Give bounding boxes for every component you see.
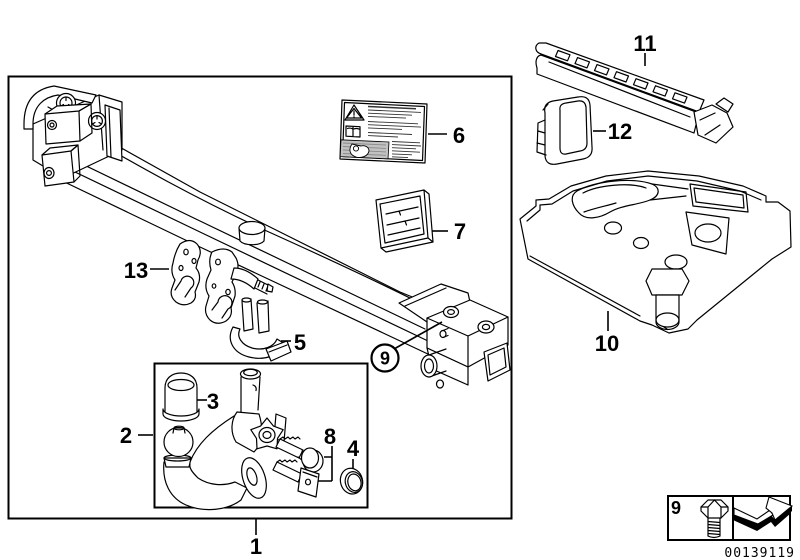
- callout-6[interactable]: 6: [453, 123, 465, 148]
- crossbar-end-bracket: [398, 283, 511, 389]
- callout-5[interactable]: 5: [294, 330, 306, 355]
- main-kit-boundary-box: [7, 75, 513, 520]
- callout-8[interactable]: 8: [324, 424, 336, 449]
- callout-9[interactable]: 9: [380, 349, 390, 369]
- callout-11[interactable]: 11: [633, 31, 656, 56]
- callout-4[interactable]: 4: [347, 436, 360, 461]
- crossbar-left-bracket: [23, 85, 123, 187]
- part-cover-plate-7: [375, 189, 434, 253]
- release-lever-with-bolt: [230, 267, 274, 295]
- end-bracket-screw: [435, 379, 445, 389]
- direction-of-travel-arrow-icon: [733, 496, 794, 531]
- warning-triangle-icon: [344, 104, 365, 121]
- crossbar-bump: [238, 220, 266, 246]
- part-mounting-plate-13: [170, 239, 201, 306]
- end-bracket-wedge: [483, 342, 511, 382]
- part-ball-hitch-2: [163, 368, 287, 511]
- callout-13[interactable]: 13: [124, 258, 148, 283]
- hitch-handwheel: [250, 413, 287, 450]
- callout-7[interactable]: 7: [454, 219, 466, 244]
- legend-box: 9: [667, 495, 794, 541]
- callout-1[interactable]: 1: [250, 534, 262, 559]
- bolt-position-9: [439, 327, 449, 339]
- hitch-foot-flange: [241, 457, 267, 499]
- callout-12[interactable]: 12: [608, 119, 632, 144]
- part-keys-lock-8: [272, 436, 324, 498]
- callout-3[interactable]: 3: [207, 389, 219, 414]
- part-cover-cap-3: [162, 372, 200, 422]
- sill-bar-segments: [554, 49, 688, 104]
- callouts: 1 2 3 4 5 6 7 8 9 10 11 12 13: [120, 31, 657, 559]
- legend-ref: 9: [671, 498, 681, 518]
- callout-9-circle[interactable]: 9: [370, 343, 400, 373]
- label-illustration: [339, 139, 390, 160]
- mounting-plate-rear: [204, 248, 239, 324]
- drawing-number: 00139119: [724, 546, 795, 560]
- crossbar-lower-bracket: [41, 144, 81, 187]
- part-foam-tray-10: [519, 170, 792, 334]
- callout-2[interactable]: 2: [120, 423, 132, 448]
- part-cap-4: [339, 467, 364, 495]
- label-microtext: [367, 105, 422, 159]
- bolt-icon: [700, 499, 729, 539]
- leader-lines: [138, 53, 646, 535]
- sill-bar-end-bracket: [693, 97, 734, 144]
- end-bracket-bushing: [420, 348, 447, 378]
- owners-manual-icon: [345, 125, 361, 138]
- bracket-block: [44, 103, 93, 145]
- tray-cylinder: [645, 268, 690, 331]
- warning-label-6: [339, 99, 428, 164]
- part-clamp-5: [229, 297, 292, 362]
- part-socket-housing-12: [536, 96, 593, 165]
- ball-hitch-group-box: [153, 362, 369, 509]
- part-sill-bar-11: [535, 42, 734, 144]
- bracket-side-plate: [104, 104, 123, 162]
- callout-10[interactable]: 10: [595, 331, 619, 356]
